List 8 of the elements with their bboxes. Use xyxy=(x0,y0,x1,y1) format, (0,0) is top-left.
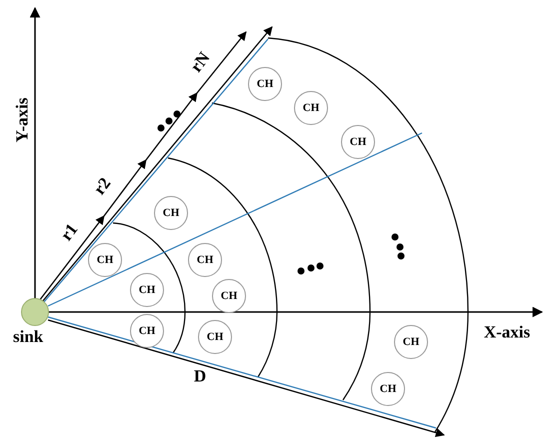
axis-label: D xyxy=(194,368,206,384)
axis-label: Y-axis xyxy=(14,98,30,142)
axis-label: r2 xyxy=(90,174,114,198)
axis-label: X-axis xyxy=(484,324,530,340)
axis-label: r1 xyxy=(57,220,81,244)
axis-label: rN xyxy=(187,48,213,76)
sink-node xyxy=(21,298,49,326)
node-caption: sink xyxy=(13,328,44,345)
